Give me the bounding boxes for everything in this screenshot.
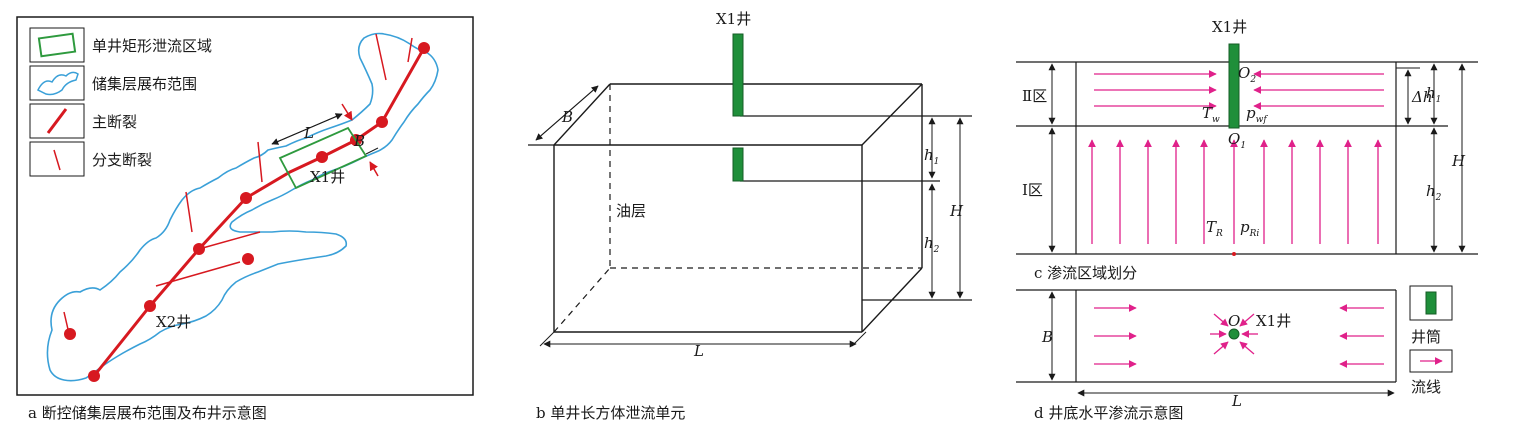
label-dh: Δh: [1411, 88, 1433, 106]
label-zone2: Ⅱ区: [1022, 87, 1047, 105]
blue-outline-icon: [36, 71, 79, 96]
zone1-flow-arrows: [1088, 139, 1382, 244]
legend-label-reservoir: 储集层展布范围: [92, 75, 197, 93]
wellbore-lower: [732, 147, 744, 182]
dim-h1-label-b: h1: [924, 146, 939, 167]
label-h1-c: h1: [1426, 84, 1441, 105]
legend-wellbore-box: [1409, 285, 1453, 321]
label-x1-well-d: X1井: [1256, 312, 1291, 330]
wellbore-icon: [1425, 291, 1437, 315]
legend-a: 单井矩形泄流区域 储集层展布范围 主断裂 分支断裂: [29, 27, 212, 177]
legend-streamline-box: [1409, 349, 1453, 373]
legend-label-streamline: 流线: [1411, 378, 1441, 396]
box-hidden-edges: [553, 84, 922, 333]
label-x2-well-a: X2井: [156, 313, 191, 331]
well-points: [64, 42, 430, 382]
legend-label-drain: 单井矩形泄流区域: [92, 37, 212, 55]
label-h2-c: h2: [1426, 182, 1442, 203]
zone2-flow-arrows: [1094, 70, 1384, 110]
drain-rectangle: [278, 126, 368, 190]
well-circle-d: [1228, 328, 1240, 340]
caption-c: c 渗流区域划分: [1034, 264, 1137, 282]
label-o2: O2: [1238, 64, 1256, 85]
panel-a: 单井矩形泄流区域 储集层展布范围 主断裂 分支断裂: [16, 16, 474, 422]
main-fault: [92, 47, 426, 377]
dim-l-label-b: L: [693, 342, 704, 360]
green-rect-icon: [37, 32, 77, 58]
arrow-red-top: [341, 103, 353, 121]
horizontal-flow-arrows: [1094, 304, 1384, 368]
label-o1: O1: [1228, 130, 1246, 151]
panel-d: B L O X1井 井筒 流线 d 井底水平渗流示意图: [1016, 285, 1453, 422]
dim-h-label-b: H: [949, 202, 964, 220]
wellbore-upper: [732, 33, 744, 117]
legend-label-wellbore: 井筒: [1411, 328, 1441, 346]
dim-l-label: L: [303, 124, 314, 142]
label-h-c: H: [1451, 152, 1466, 170]
caption-b: b 单井长方体泄流单元: [536, 404, 685, 422]
label-pri: pRi: [1240, 218, 1259, 239]
panel-b: X1井 油层 B L h1 h2 H b 单井长方体泄流单元: [528, 10, 972, 422]
label-zone1: Ⅰ区: [1022, 181, 1043, 199]
label-x1-well-c: X1井: [1212, 18, 1247, 36]
wellbore-c: [1228, 43, 1240, 129]
label-tr: TR: [1206, 218, 1223, 239]
label-oil-layer: 油层: [616, 202, 646, 220]
reservoir-outline: [46, 32, 439, 382]
legend-label-branch-fault: 分支断裂: [92, 151, 152, 169]
dim-b-label-b: B: [561, 108, 573, 126]
label-b-d: B: [1041, 328, 1053, 346]
main-fault-icon: [46, 108, 68, 134]
dim-b-label: B: [353, 132, 365, 150]
dim-h2-label-b: h2: [924, 234, 940, 255]
label-l-d: L: [1231, 392, 1242, 410]
branch-fault-icon: [53, 149, 61, 171]
panel-c: X1井 O2 Tw pwf O1 TR pRi: [1016, 18, 1478, 282]
box-3d: [553, 83, 923, 333]
label-x1-well-a: X1井: [310, 168, 345, 186]
arrow-red-bottom: [369, 161, 379, 177]
caption-d: d 井底水平渗流示意图: [1034, 404, 1183, 422]
caption-a: a 断控储集层展布范围及布井示意图: [28, 404, 267, 422]
label-tw: Tw: [1202, 104, 1220, 125]
label-o-d: O: [1228, 312, 1240, 330]
label-x1-well-b: X1井: [716, 10, 751, 28]
panel-a-frame: [16, 16, 474, 396]
label-pwf: pwf: [1246, 104, 1268, 125]
legend-label-main-fault: 主断裂: [92, 113, 137, 131]
